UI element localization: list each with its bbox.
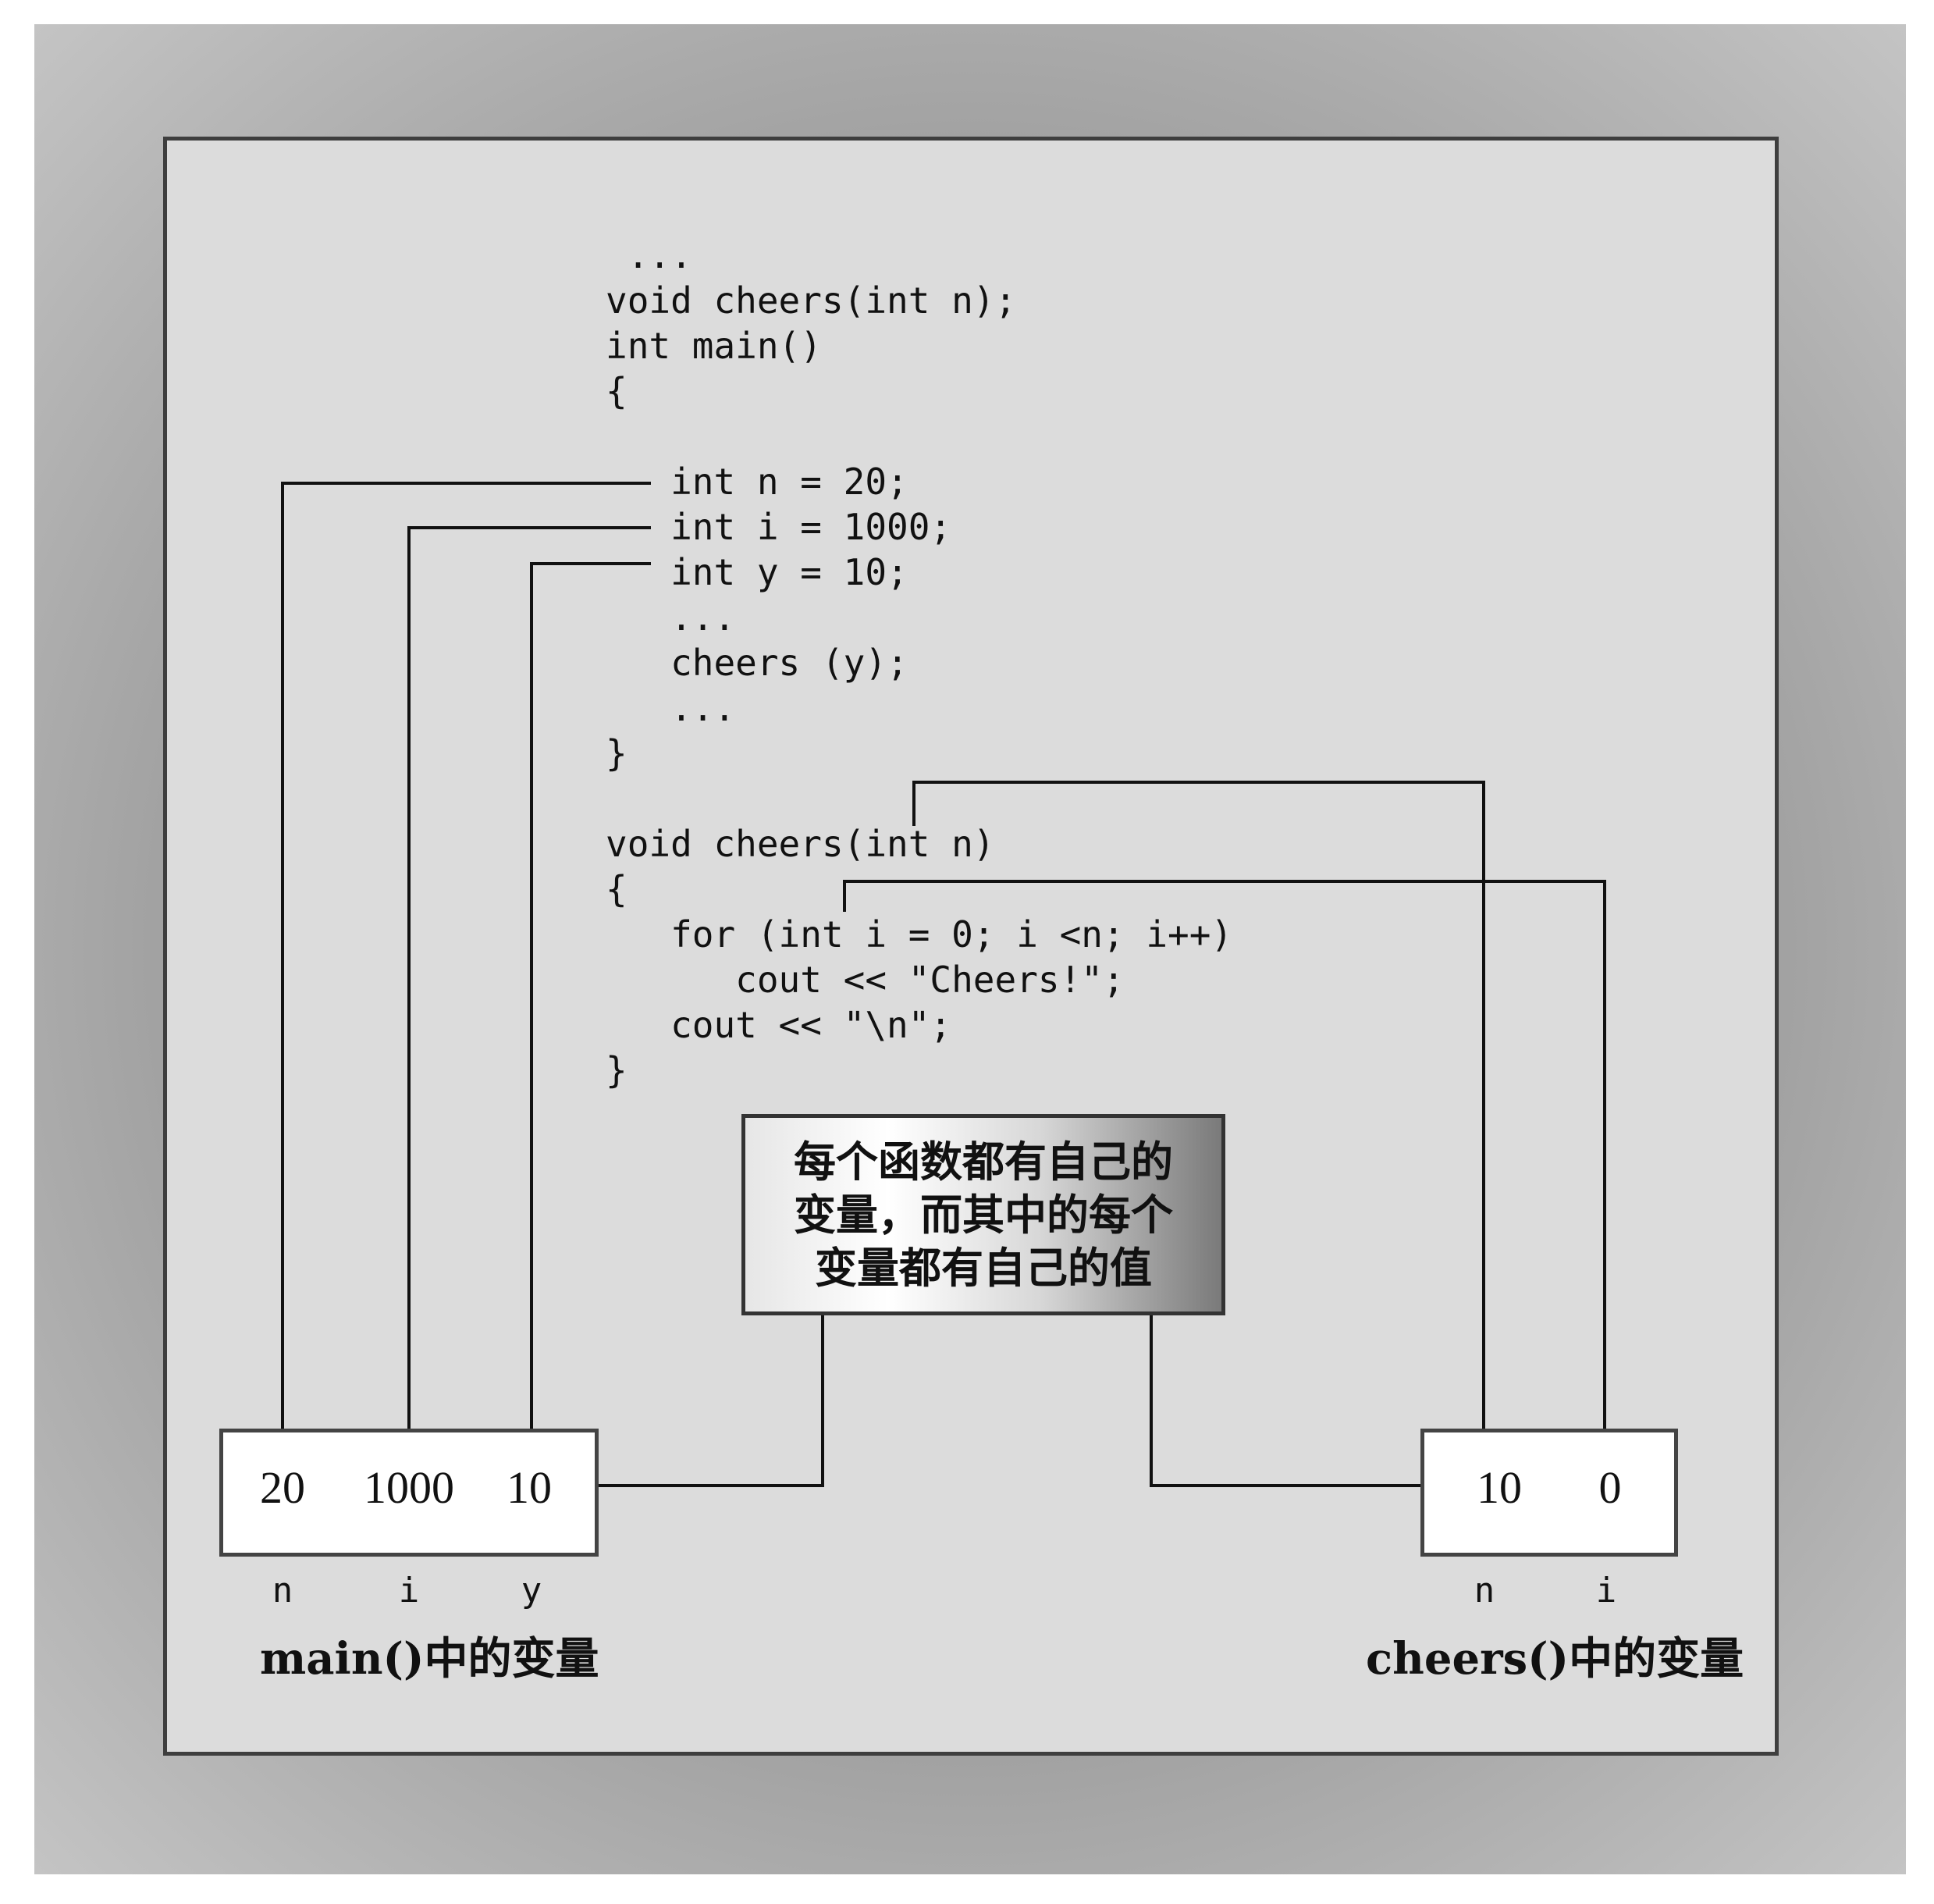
callout-line: 变量都有自己的值 xyxy=(815,1243,1152,1293)
code-line: ... xyxy=(606,687,736,729)
callout-line: 变量，而其中的每个 xyxy=(794,1190,1173,1240)
code-line: { xyxy=(606,868,627,910)
main-name-i: i xyxy=(398,1571,420,1610)
code-listing: ...void cheers(int n);int main(){ int n … xyxy=(606,233,1232,1093)
code-line: cout << "Cheers!"; xyxy=(606,959,1125,1001)
code-line: int i = 1000; xyxy=(606,506,952,548)
cheers-name-i: i xyxy=(1595,1571,1617,1610)
code-line: cheers (y); xyxy=(606,642,908,684)
code-line: { xyxy=(606,370,627,412)
code-line: void cheers(int n); xyxy=(606,279,1017,322)
main-value-i: 1000 xyxy=(364,1462,454,1513)
code-line: cout << "\n"; xyxy=(606,1004,952,1046)
callout-text: 每个函数都有自己的 变量，而其中的每个 变量都有自己的值 xyxy=(765,1135,1202,1294)
cheers-name-n: n xyxy=(1474,1571,1495,1610)
cheers-value-n: 10 xyxy=(1477,1462,1522,1513)
cheers-value-i: 0 xyxy=(1598,1462,1622,1513)
code-line: } xyxy=(606,732,627,774)
cheers-variables-caption: cheers()中的变量 xyxy=(1366,1633,1744,1685)
code-line: ... xyxy=(606,596,736,639)
main-value-y: 10 xyxy=(507,1462,552,1513)
code-line xyxy=(606,776,1232,821)
code-line: int n = 20; xyxy=(606,461,908,503)
main-value-n: 20 xyxy=(260,1462,305,1513)
code-line: void cheers(int n) xyxy=(606,823,995,865)
code-line: int y = 10; xyxy=(606,551,908,593)
main-name-n: n xyxy=(272,1571,293,1610)
code-line: int main() xyxy=(606,325,822,367)
callout-box: 每个函数都有自己的 变量，而其中的每个 变量都有自己的值 xyxy=(741,1114,1225,1315)
code-line: ... xyxy=(606,234,692,276)
code-line: } xyxy=(606,1049,627,1091)
code-line: for (int i = 0; i <n; i++) xyxy=(606,913,1233,956)
callout-line: 每个函数都有自己的 xyxy=(794,1137,1173,1187)
cheers-variables-box xyxy=(1420,1429,1678,1557)
main-name-y: y xyxy=(521,1571,542,1610)
main-variables-box xyxy=(219,1429,599,1557)
code-line xyxy=(606,414,1232,459)
main-variables-caption: main()中的变量 xyxy=(260,1633,599,1685)
